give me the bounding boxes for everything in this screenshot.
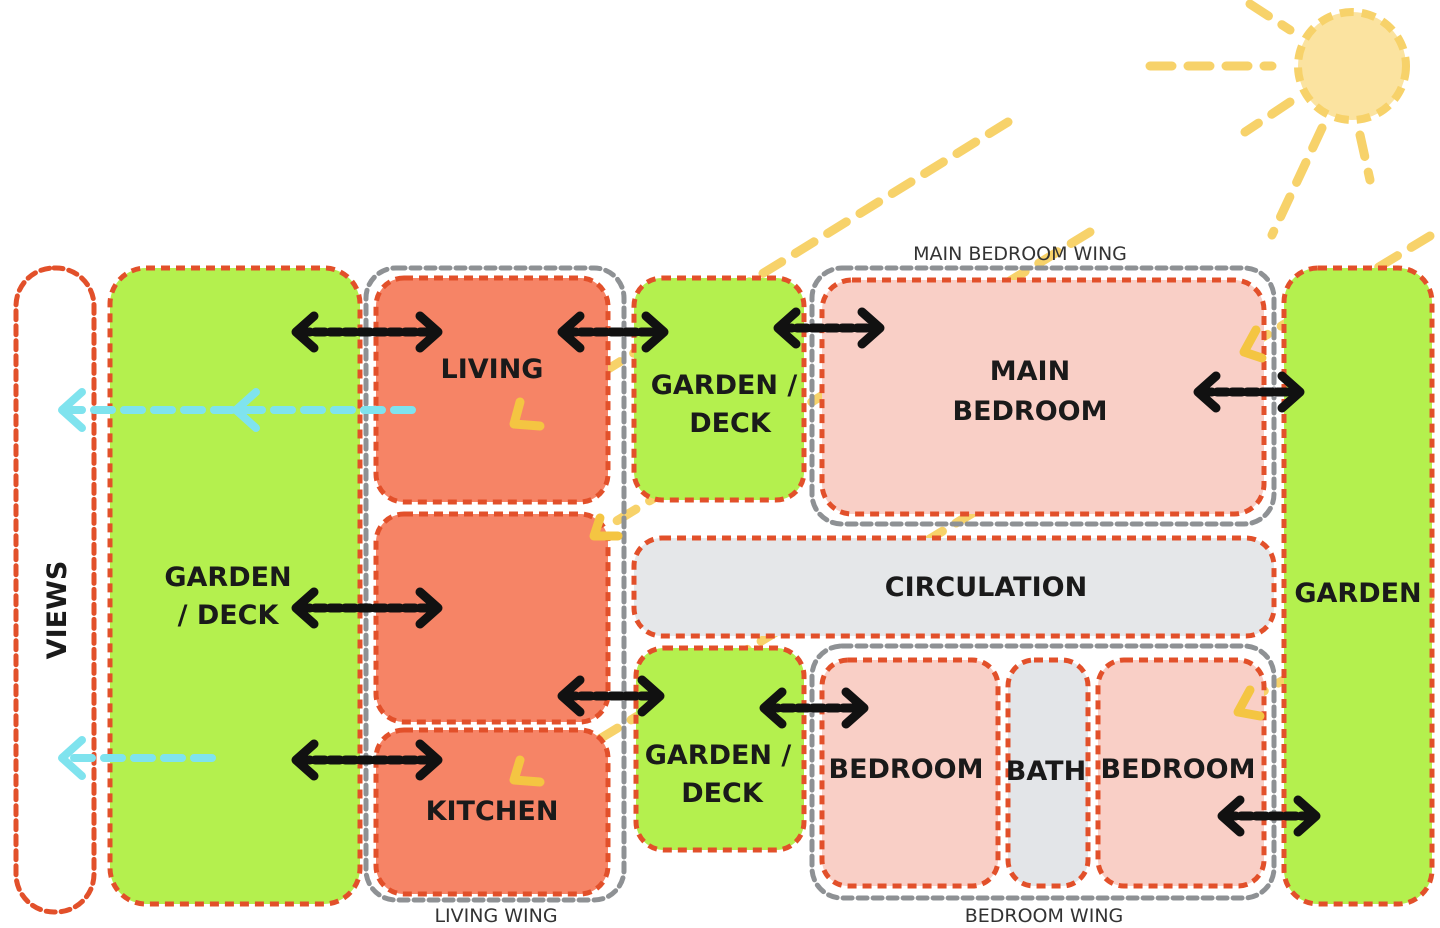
bedroom-wing-outline <box>809 643 1277 901</box>
living-label: LIVING <box>441 354 544 385</box>
view-arrow-icon <box>58 388 416 780</box>
garden-deck-bottom-label-line2: DECK <box>681 778 764 809</box>
main-bedroom-wing-label: MAIN BEDROOM WING <box>913 243 1127 265</box>
garden-deck-top-zone <box>631 275 807 503</box>
garden-deck-left-label-line1: GARDEN <box>164 562 291 593</box>
garden-deck-bottom-label-line1: GARDEN / <box>645 740 792 771</box>
double-arrow-icon <box>291 307 1321 837</box>
main-bedroom-label-line2: BEDROOM <box>953 396 1108 427</box>
garden-right-zone <box>1281 265 1435 907</box>
garden-right-label: GARDEN <box>1294 578 1421 609</box>
views-label: VIEWS <box>42 561 73 660</box>
bath-zone <box>1005 657 1091 889</box>
bedroom-right-label: BEDROOM <box>1101 754 1256 785</box>
garden-deck-bottom-zone <box>633 645 807 853</box>
garden-deck-top-label-line2: DECK <box>689 408 772 439</box>
garden-deck-left-label-line2: / DECK <box>178 600 280 631</box>
kitchen-label: KITCHEN <box>426 796 559 827</box>
living-wing-label: LIVING WING <box>434 905 557 927</box>
circulation-zone <box>631 535 1277 639</box>
circulation-label: CIRCULATION <box>885 572 1087 603</box>
main-bedroom-zone <box>819 277 1267 517</box>
bedroom-right-zone <box>1095 657 1267 889</box>
dining-zone <box>373 511 611 725</box>
bedroom-left-zone <box>819 657 1001 889</box>
main-bedroom-label-line1: MAIN <box>990 356 1070 387</box>
kitchen-zone <box>373 727 611 897</box>
garden-deck-left-zone <box>107 265 363 907</box>
bedroom-wing-label: BEDROOM WING <box>965 905 1124 927</box>
sunlight-chevron-icon <box>509 325 1267 787</box>
living-wing-outline <box>363 265 627 903</box>
bath-label: BATH <box>1006 756 1086 787</box>
sun-icon <box>1145 0 1410 240</box>
living-zone <box>373 275 611 505</box>
views-zone <box>13 265 97 915</box>
bedroom-left-label: BEDROOM <box>829 754 984 785</box>
garden-deck-top-label-line1: GARDEN / <box>651 370 798 401</box>
